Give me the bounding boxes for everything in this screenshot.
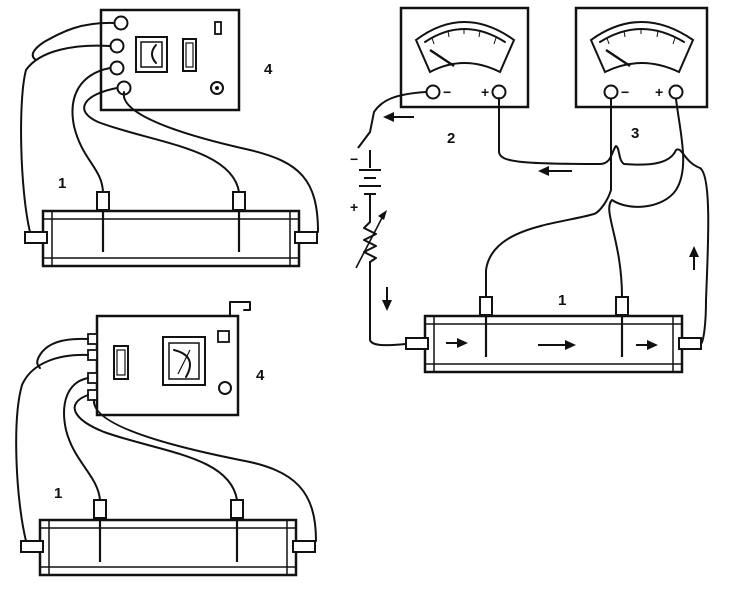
arrow-down-icon xyxy=(382,300,392,311)
arrow-right-icon xyxy=(565,340,576,350)
voltmeter-leads xyxy=(485,98,685,298)
arrow-up-icon xyxy=(689,246,699,257)
device-4-bottom-terminal-2 xyxy=(87,349,98,361)
device-4-bottom-indicator xyxy=(217,330,230,343)
device-4-top xyxy=(99,8,241,112)
device-4-top-indicator xyxy=(214,21,222,35)
device-4-bottom-label: 4 xyxy=(256,367,265,384)
specimen-1-top xyxy=(24,191,318,268)
device-4-bottom-knob-icon xyxy=(218,381,232,395)
device-4-bottom-terminal-4 xyxy=(87,389,98,401)
ammeter-2-plus-terminal xyxy=(491,84,507,100)
voltmeter-3-label: 3 xyxy=(631,125,639,142)
voltmeter-3-dial-icon xyxy=(589,21,695,74)
battery-plus-sign: + xyxy=(350,199,358,215)
ammeter-2-dial-icon xyxy=(414,21,516,74)
wires-bottom-left xyxy=(15,337,317,542)
specimen-1-right-label: 1 xyxy=(558,292,566,309)
device-4-top-terminal-1 xyxy=(113,15,129,31)
device-4-bottom-terminal-3 xyxy=(87,372,98,384)
ammeter-plus-sign: + xyxy=(481,84,489,100)
wires-top-left xyxy=(20,21,319,233)
device-4-bottom-terminal-1 xyxy=(87,333,98,345)
specimen-1-bottom-label: 1 xyxy=(54,485,62,502)
arrow-right-icon xyxy=(457,338,468,348)
specimen-1-bottom xyxy=(20,499,316,577)
specimen-1-top-label: 1 xyxy=(58,175,66,192)
current-arrows xyxy=(382,112,699,350)
device-4-top-label: 4 xyxy=(264,61,273,78)
device-4-top-terminal-2 xyxy=(109,38,125,54)
ammeter-minus-sign: − xyxy=(443,84,451,100)
device-4-bottom xyxy=(87,301,251,417)
ammeter-2 xyxy=(399,6,530,109)
device-4-top-meter-icon xyxy=(135,36,168,73)
arrow-left-icon xyxy=(538,166,549,176)
voltmeter-3-minus-terminal xyxy=(603,84,619,100)
device-4-bottom-meter-icon xyxy=(162,336,206,386)
arrow-left-icon xyxy=(383,112,394,122)
current-circuit xyxy=(355,91,710,347)
voltmeter-3 xyxy=(574,6,709,109)
ammeter-2-minus-terminal xyxy=(425,84,441,100)
device-4-top-terminal-3 xyxy=(109,60,125,76)
arrow-right-icon xyxy=(647,340,658,350)
specimen-1-right xyxy=(405,296,702,374)
battery-minus-sign: − xyxy=(350,151,358,167)
voltmeter-3-plus-terminal xyxy=(668,84,684,100)
voltmeter-minus-sign: − xyxy=(621,84,629,100)
ammeter-2-label: 2 xyxy=(447,130,455,147)
voltmeter-plus-sign: + xyxy=(655,84,663,100)
